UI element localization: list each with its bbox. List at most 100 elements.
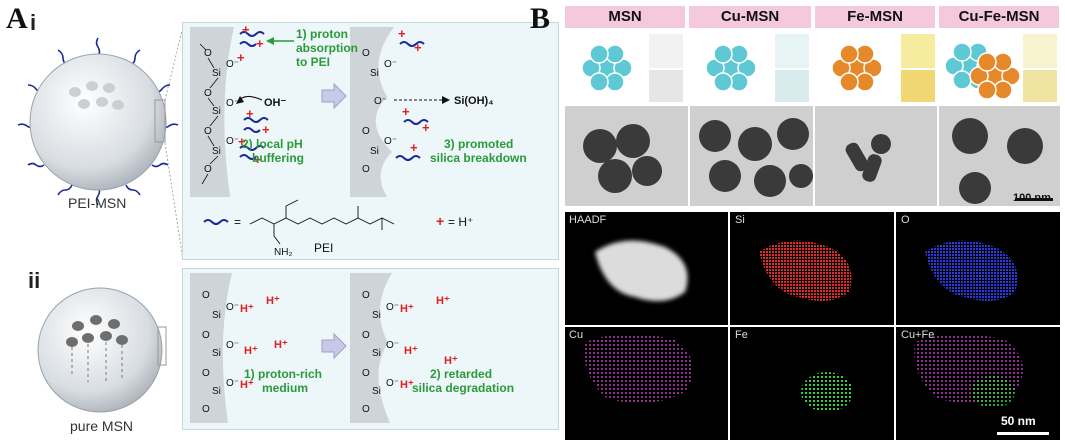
svg-text:Si: Si xyxy=(212,310,221,321)
pure-msn-sphere-figure xyxy=(37,287,167,413)
step2-line1: 2) local pH xyxy=(242,137,303,151)
svg-text:O: O xyxy=(204,126,212,137)
svg-text:Si: Si xyxy=(372,386,381,397)
svg-text:+: + xyxy=(237,50,245,65)
legend-h-plus: = H⁺ xyxy=(448,215,473,229)
ii-step2-line1: 2) retarded xyxy=(430,367,492,381)
svg-text:O⁻: O⁻ xyxy=(226,136,239,147)
svg-text:O⁻: O⁻ xyxy=(226,59,239,70)
map-scale-label: 50 nm xyxy=(1001,414,1036,428)
svg-text:O⁻: O⁻ xyxy=(226,302,239,313)
header-cu-fe-msn: Cu-Fe-MSN xyxy=(939,6,1059,28)
svg-text:O: O xyxy=(202,404,210,415)
svg-text:H⁺: H⁺ xyxy=(266,295,280,307)
step3-line1: 3) promoted xyxy=(444,137,513,151)
map-label-cu: Cu xyxy=(569,329,584,341)
svg-text:+: + xyxy=(262,122,270,137)
nh2-label: NH₂ xyxy=(274,247,292,258)
svg-text:H⁺: H⁺ xyxy=(274,339,288,351)
svg-text:O⁻: O⁻ xyxy=(384,136,397,147)
svg-text:+: + xyxy=(256,36,264,51)
svg-text:O⁻: O⁻ xyxy=(386,378,399,389)
svg-text:H⁺: H⁺ xyxy=(240,303,254,315)
panel-letter-a: A xyxy=(6,2,28,35)
svg-text:O: O xyxy=(362,290,370,301)
svg-text:O⁻: O⁻ xyxy=(384,59,397,70)
ii-step1-line1: 1) proton-rich xyxy=(244,367,322,381)
svg-text:O⁻: O⁻ xyxy=(386,340,399,351)
svg-text:+: + xyxy=(414,40,422,55)
svg-text:H⁺: H⁺ xyxy=(436,295,450,307)
svg-text:+: + xyxy=(422,120,430,135)
map-label-fe: Fe xyxy=(735,329,748,341)
step2-line2: buffering xyxy=(252,151,304,165)
svg-text:+: + xyxy=(246,106,254,121)
svg-text:O: O xyxy=(362,164,370,175)
svg-text:Si: Si xyxy=(212,348,221,359)
svg-text:H⁺: H⁺ xyxy=(400,379,414,391)
svg-text:Si: Si xyxy=(370,68,379,79)
pure-msn-label: pure MSN xyxy=(70,418,134,434)
panel-b: MSN Cu-MSN Fe-MSN Cu-Fe-MSN xyxy=(565,0,1060,440)
tem-scale-label: 100 nm xyxy=(1013,192,1051,204)
sioh4-label: Si(OH)₄ xyxy=(454,95,493,107)
subpanel-label-i: i xyxy=(30,10,37,35)
svg-text:Si: Si xyxy=(212,68,221,79)
zoom-lines-i xyxy=(164,26,184,261)
svg-text:Si: Si xyxy=(212,106,221,117)
svg-text:H⁺: H⁺ xyxy=(400,303,414,315)
svg-text:+: + xyxy=(254,152,262,167)
svg-text:Si: Si xyxy=(372,348,381,359)
svg-text:O: O xyxy=(362,48,370,59)
svg-text:+: + xyxy=(410,140,418,155)
map-label-cu-fe: Cu+Fe xyxy=(901,329,935,341)
svg-text:O: O xyxy=(202,290,210,301)
pei-msn-label: PEI-MSN xyxy=(68,195,127,211)
svg-text:O⁻: O⁻ xyxy=(226,98,239,109)
map-label-haadf: HAADF xyxy=(569,214,607,226)
svg-text:O⁻: O⁻ xyxy=(226,378,239,389)
step1-line3: to PEI xyxy=(296,55,330,69)
svg-text:O: O xyxy=(362,330,370,341)
svg-text:+: + xyxy=(402,104,410,119)
step1-line1: 1) proton xyxy=(296,27,348,41)
step3-line2: silica breakdown xyxy=(430,151,527,165)
ii-step1-line2: medium xyxy=(262,381,308,395)
elemental-map-images xyxy=(565,212,1060,440)
svg-text:O: O xyxy=(362,126,370,137)
svg-text:+: + xyxy=(398,26,406,41)
svg-text:O: O xyxy=(204,88,212,99)
legend-equals: = xyxy=(234,215,241,229)
step1-line2: absorption xyxy=(296,41,358,55)
svg-text:H⁺: H⁺ xyxy=(240,379,254,391)
svg-text:O: O xyxy=(362,368,370,379)
oh-label: OH⁻ xyxy=(264,97,287,109)
svg-text:+: + xyxy=(242,22,250,37)
svg-text:O⁻: O⁻ xyxy=(374,96,387,107)
svg-text:+: + xyxy=(238,134,246,149)
pei-label: PEI xyxy=(314,241,333,255)
svg-text:O: O xyxy=(204,164,212,175)
svg-text:O: O xyxy=(202,330,210,341)
map-label-si: Si xyxy=(735,214,745,226)
svg-text:O⁻: O⁻ xyxy=(226,340,239,351)
tem-images xyxy=(583,106,1053,206)
svg-text:O: O xyxy=(204,48,212,59)
header-fe-msn: Fe-MSN xyxy=(815,6,935,28)
svg-text:O: O xyxy=(362,404,370,415)
svg-text:+: + xyxy=(436,213,444,229)
svg-text:H⁺: H⁺ xyxy=(244,345,258,357)
svg-text:Si: Si xyxy=(370,146,379,157)
ii-step2-line2: silica degradation xyxy=(412,381,514,395)
panel-letter-b: B xyxy=(530,2,551,35)
svg-text:Si: Si xyxy=(212,386,221,397)
svg-text:H⁺: H⁺ xyxy=(404,345,418,357)
header-cu-msn: Cu-MSN xyxy=(689,6,811,28)
header-msn: MSN xyxy=(565,6,685,28)
svg-text:O: O xyxy=(202,368,210,379)
map-label-o: O xyxy=(901,214,910,226)
pei-msn-sphere-figure xyxy=(17,37,179,206)
svg-text:Si: Si xyxy=(212,146,221,157)
mechanism-diagram-i: O SiO⁻ O SiO⁻ O SiO⁻ O +++ ++ ++ 1) prot… xyxy=(190,22,527,258)
